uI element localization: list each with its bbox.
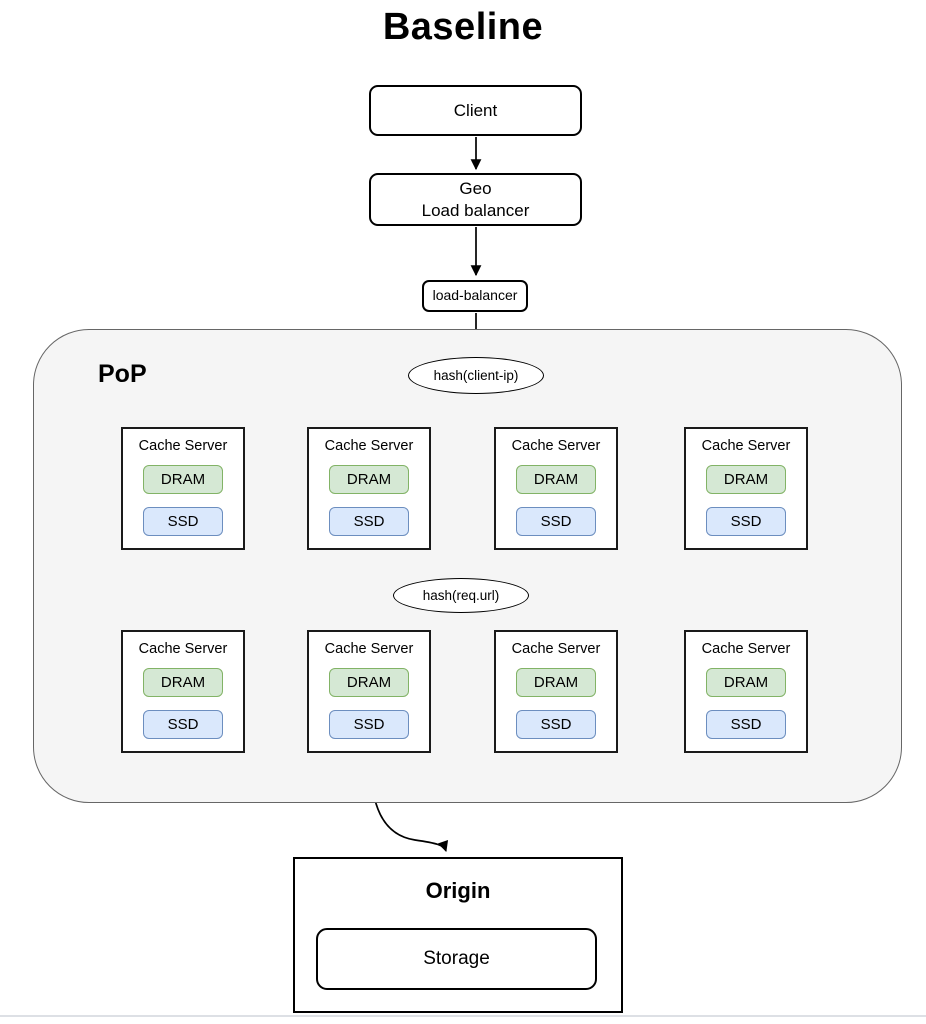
load-balancer-label: load-balancer	[432, 287, 518, 304]
diagram-title: Baseline	[382, 6, 544, 48]
cache-server-title: Cache Server	[511, 438, 601, 454]
storage-node: Storage	[316, 928, 597, 990]
cache-server-r2c4: Cache Server DRAM SSD	[684, 630, 808, 753]
cache-server-r1c1: Cache Server DRAM SSD	[121, 427, 245, 550]
storage-label: Storage	[423, 948, 490, 969]
hash-req-url-ellipse: hash(req.url)	[393, 578, 529, 613]
ssd-chip: SSD	[706, 507, 786, 536]
geo-load-balancer-node: Geo Load balancer	[369, 173, 582, 226]
load-balancer-node: load-balancer	[422, 280, 528, 312]
cache-server-title: Cache Server	[138, 438, 228, 454]
hash-req-url-label: hash(req.url)	[422, 588, 500, 603]
client-node: Client	[369, 85, 582, 136]
ssd-chip: SSD	[143, 710, 223, 739]
dram-chip: DRAM	[329, 668, 409, 697]
hash-client-ip-ellipse: hash(client-ip)	[408, 357, 544, 394]
ssd-chip: SSD	[516, 507, 596, 536]
dram-chip: DRAM	[143, 668, 223, 697]
cache-server-r1c2: Cache Server DRAM SSD	[307, 427, 431, 550]
cache-server-r1c3: Cache Server DRAM SSD	[494, 427, 618, 550]
dram-chip: DRAM	[706, 668, 786, 697]
ssd-chip: SSD	[329, 507, 409, 536]
cache-server-r2c3: Cache Server DRAM SSD	[494, 630, 618, 753]
dram-chip: DRAM	[329, 465, 409, 494]
cache-server-r2c1: Cache Server DRAM SSD	[121, 630, 245, 753]
ssd-chip: SSD	[329, 710, 409, 739]
dram-chip: DRAM	[143, 465, 223, 494]
geo-label-line2: Load balancer	[421, 200, 530, 220]
cache-server-r2c2: Cache Server DRAM SSD	[307, 630, 431, 753]
geo-label-line1: Geo	[459, 179, 492, 199]
client-label: Client	[453, 100, 498, 120]
origin-label: Origin	[425, 878, 491, 903]
ssd-chip: SSD	[706, 710, 786, 739]
pop-label: PoP	[98, 360, 147, 388]
cache-server-title: Cache Server	[324, 641, 414, 657]
cache-server-title: Cache Server	[511, 641, 601, 657]
cache-server-title: Cache Server	[138, 641, 228, 657]
dram-chip: DRAM	[706, 465, 786, 494]
ssd-chip: SSD	[516, 710, 596, 739]
page-bottom-divider	[0, 1015, 926, 1017]
cache-server-title: Cache Server	[701, 641, 791, 657]
cache-server-r1c4: Cache Server DRAM SSD	[684, 427, 808, 550]
dram-chip: DRAM	[516, 465, 596, 494]
cache-server-title: Cache Server	[324, 438, 414, 454]
dram-chip: DRAM	[516, 668, 596, 697]
cache-server-title: Cache Server	[701, 438, 791, 454]
hash-client-ip-label: hash(client-ip)	[433, 368, 519, 383]
ssd-chip: SSD	[143, 507, 223, 536]
